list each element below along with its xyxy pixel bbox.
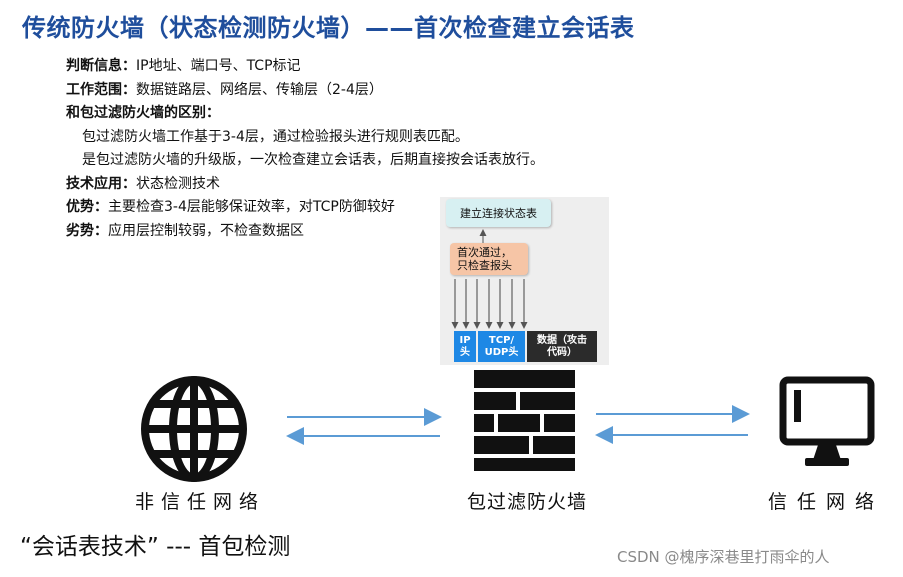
packet-data-line1: 数据（攻击 [537, 334, 587, 346]
untrusted-network-label: 非信任网络 [135, 491, 266, 513]
firewall-brick-icon [474, 370, 575, 471]
packet-data-line2: 代码） [547, 346, 577, 358]
first-pass-box: 首次通过， 只检查报头 [450, 243, 528, 275]
info-diff: 和包过滤防火墙的区别： [66, 102, 544, 126]
info-tech: 技术应用：状态检测技术 [66, 173, 544, 197]
inspection-arrows [451, 279, 528, 329]
packet-tcp-line1: TCP/ [488, 334, 515, 346]
info-list: 判断信息：IP地址、端口号、TCP标记 工作范围：数据链路层、网络层、传输层（2… [66, 55, 544, 243]
info-diff-key: 和包过滤防火墙的区别： [66, 105, 220, 121]
info-tech-value: 状态检测技术 [136, 175, 220, 192]
session-table-caption: “会话表技术” --- 首包检测 [20, 534, 291, 560]
info-scope-key: 工作范围： [66, 81, 136, 98]
conn-table-box: 建立连接状态表 [446, 199, 551, 227]
packet-data: 数据（攻击代码） [527, 331, 597, 362]
packet-tcp-line2: UDP头 [484, 346, 519, 358]
info-con-value: 应用层控制较弱，不检查数据区 [108, 222, 304, 239]
info-con-key: 劣势： [66, 222, 108, 239]
firewall-label: 包过滤防火墙 [467, 491, 588, 513]
info-diff-line1: 包过滤防火墙工作基于3-4层，通过检验报头进行规则表匹配。 [82, 128, 469, 145]
packet-ip-line2: 头 [460, 346, 470, 358]
info-tech-key: 技术应用： [66, 175, 136, 192]
info-pro: 优势：主要检查3-4层能够保证效率，对TCP防御较好 [66, 196, 544, 220]
info-pro-key: 优势： [66, 199, 108, 215]
info-scope-value: 数据链路层、网络层、传输层（2-4层） [136, 81, 383, 98]
packet-tcp-header: TCP/UDP头 [478, 331, 525, 362]
info-scope: 工作范围：数据链路层、网络层、传输层（2-4层） [66, 79, 544, 103]
packet-ip-line1: IP [459, 334, 471, 346]
monitor-icon [779, 376, 875, 466]
first-pass-line2: 只检查报头 [457, 259, 512, 272]
info-pro-value: 主要检查3-4层能够保证效率，对TCP防御较好 [108, 199, 395, 215]
trusted-network-label: 信任网络 [768, 491, 885, 513]
info-judge-value: IP地址、端口号、TCP标记 [136, 58, 301, 74]
globe-icon [141, 376, 247, 482]
page-title: 传统防火墙（状态检测防火墙）——首次检查建立会话表 [22, 14, 635, 42]
info-judge: 判断信息：IP地址、端口号、TCP标记 [66, 55, 544, 79]
info-diff-line2: 是包过滤防火墙的升级版，一次检查建立会话表，后期直接按会话表放行。 [82, 152, 544, 168]
info-con: 劣势：应用层控制较弱，不检查数据区 [66, 220, 544, 244]
first-pass-line1: 首次通过， [457, 246, 512, 259]
info-judge-key: 判断信息： [66, 58, 136, 74]
watermark: CSDN @槐序深巷里打雨伞的人 [617, 548, 830, 566]
